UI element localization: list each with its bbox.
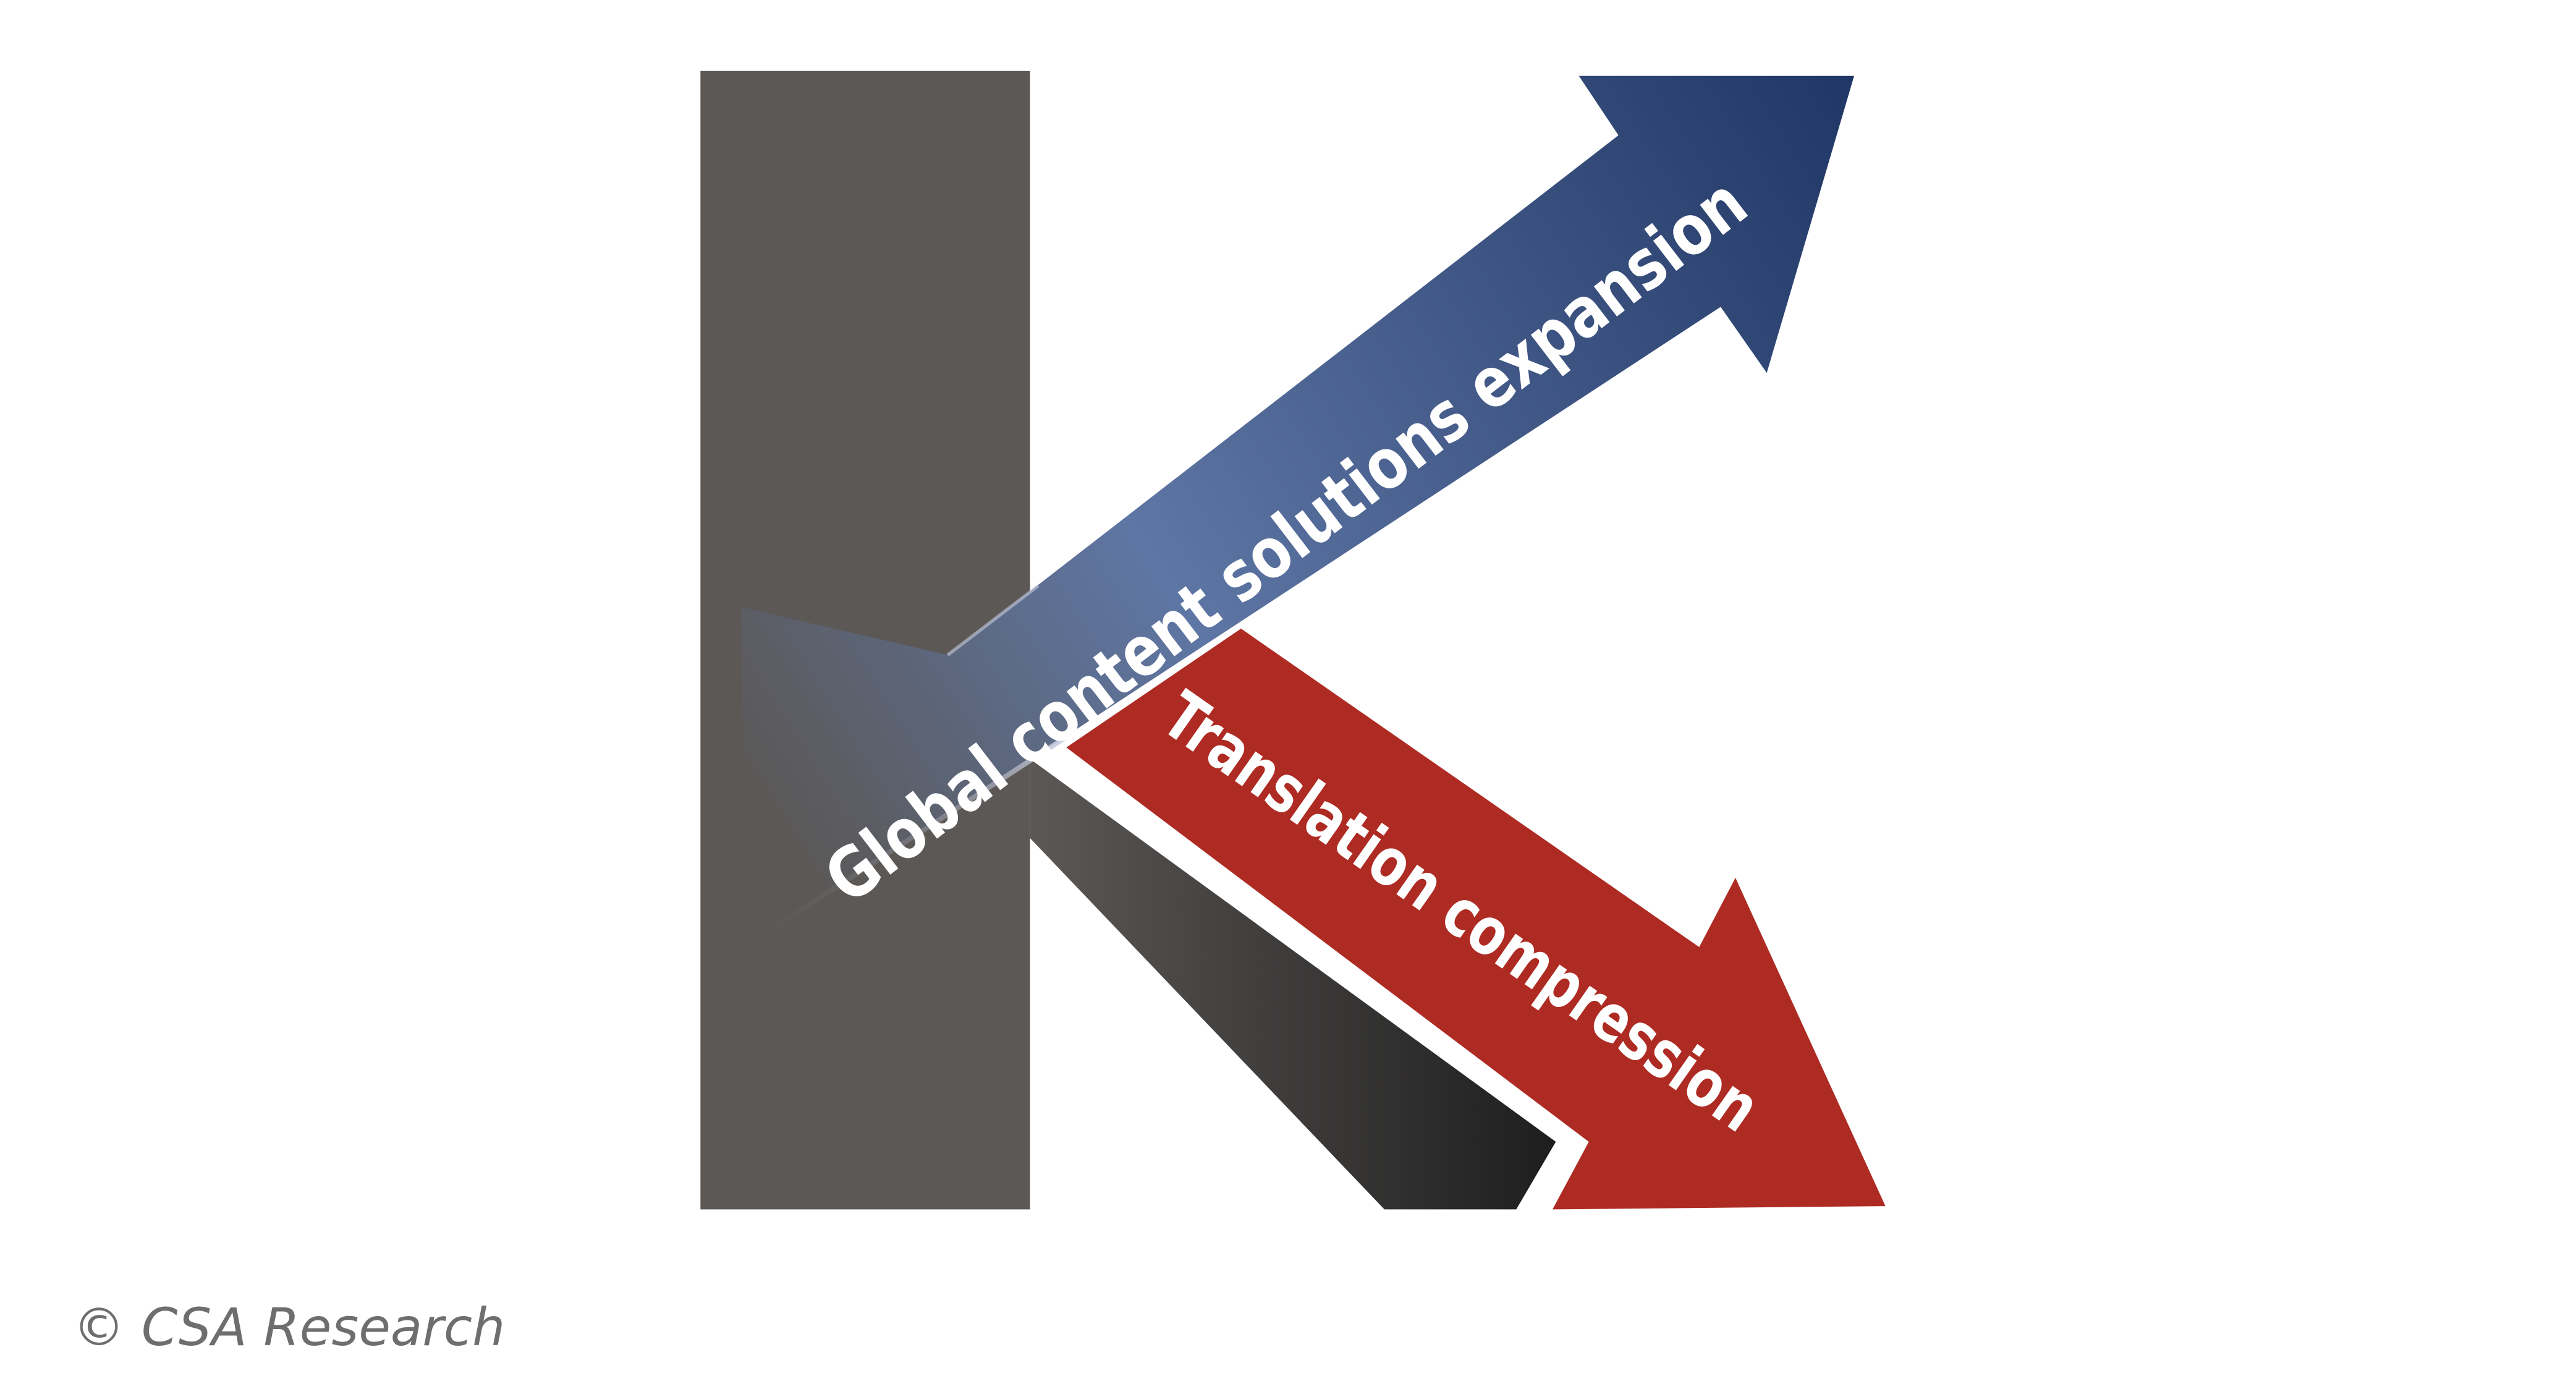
expansion-arrow xyxy=(742,75,1854,949)
k-lower-leg xyxy=(1030,758,1556,1210)
expansion-arrow-edge-top xyxy=(946,584,1040,657)
copyright-notice: © CSA Research xyxy=(73,1297,506,1358)
expansion-arrow-edge xyxy=(740,734,1070,951)
compression-arrow xyxy=(1066,628,1886,1210)
